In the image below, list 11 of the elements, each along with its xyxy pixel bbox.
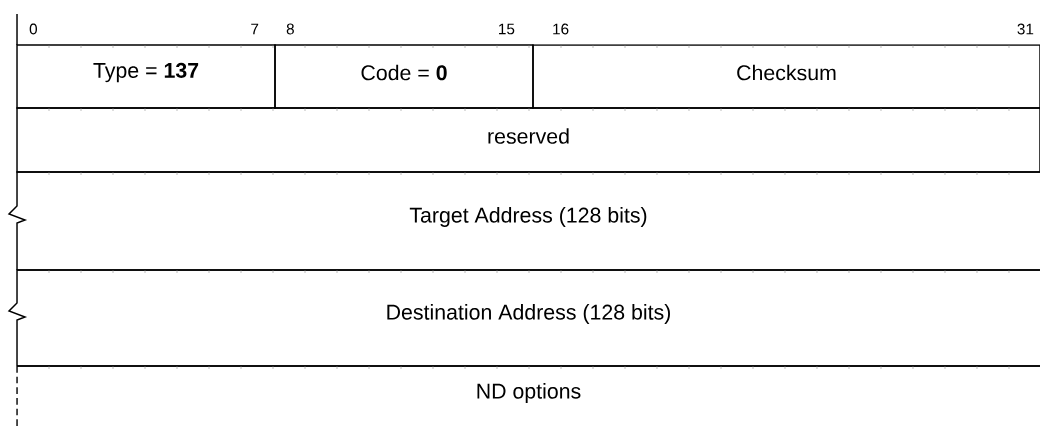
bit-number: 8 (286, 23, 294, 35)
bit-number: 16 (553, 23, 569, 35)
bit-number: 15 (499, 23, 515, 35)
field-box: Destination Address (128 bits) (7, 269, 1040, 367)
field-box: ND options (16, 365, 1040, 428)
bit-number: 7 (251, 23, 259, 35)
field-box: Type = 137 (16, 44, 276, 109)
field-box: Checksum (532, 44, 1040, 109)
field-box: Target Address (128 bits) (7, 171, 1040, 271)
field-box: reserved (16, 107, 1040, 173)
field-box: Code = 0 (274, 44, 534, 109)
